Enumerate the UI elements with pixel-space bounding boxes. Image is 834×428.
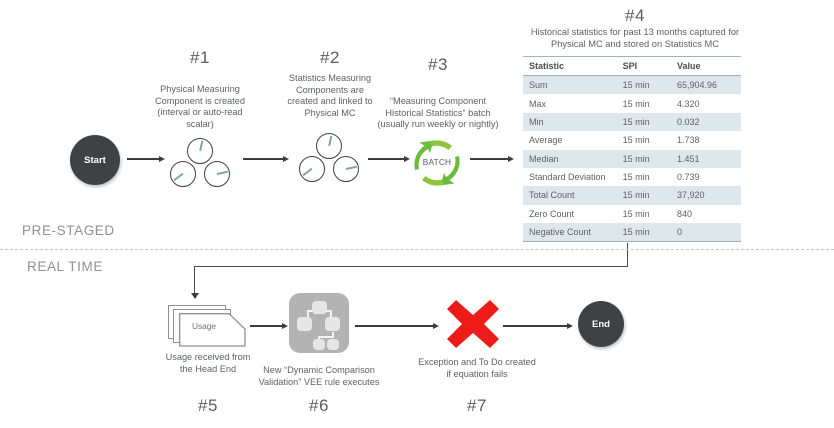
cell-spi: 15 min	[616, 94, 671, 113]
connector-arrowhead-usage	[190, 293, 199, 299]
vee-node-left	[297, 317, 312, 331]
vee-node-top	[312, 301, 327, 314]
cell-statistic: Negative Count	[523, 223, 617, 243]
gauge-cluster-icon-2	[297, 133, 361, 182]
connector-down-to-usage	[194, 266, 196, 294]
cell-statistic: Max	[523, 94, 617, 113]
step-1-number: #1	[190, 48, 210, 67]
step-1-caption: Physical Measuring Component is created …	[155, 84, 245, 129]
cell-spi: 15 min	[616, 204, 671, 223]
column-header-spi: SPI	[616, 56, 671, 76]
vee-rule-icon	[289, 293, 349, 353]
table-title: Historical statistics for past 13 months…	[530, 27, 740, 49]
exception-x-icon	[447, 300, 499, 348]
end-terminator: End	[578, 301, 624, 347]
arrow-step2-to-step3	[368, 156, 410, 162]
arrow-exception-to-end	[503, 323, 573, 329]
step-5-number: #5	[198, 396, 218, 415]
start-terminator: Start	[70, 135, 120, 185]
step-2-caption: Statistics Measuring Components are crea…	[287, 73, 373, 118]
cell-statistic: Sum	[523, 75, 617, 95]
cell-spi: 15 min	[616, 223, 671, 243]
end-label: End	[592, 318, 610, 330]
cell-statistic: Zero Count	[523, 204, 617, 223]
cell-value: 1.738	[670, 131, 741, 150]
lane-divider	[0, 249, 834, 250]
usage-document-stack-icon: Usage	[168, 302, 248, 348]
cell-statistic: Average	[523, 131, 617, 150]
step-6-caption: New “Dynamic Comparison Validation” VEE …	[258, 365, 380, 387]
start-label: Start	[84, 154, 106, 166]
cell-value: 37,920	[670, 186, 741, 205]
cell-statistic: Min	[523, 112, 617, 132]
arrow-step3-to-table	[470, 156, 514, 162]
arrow-step1-to-step2	[243, 156, 289, 162]
cell-spi: 15 min	[616, 112, 671, 132]
usage-icon-label: Usage	[192, 321, 216, 331]
arrow-usage-to-vee	[250, 323, 288, 329]
vee-node-right	[325, 317, 340, 331]
gauge-cluster-icon-1	[168, 138, 232, 187]
arrow-vee-to-exception	[355, 323, 439, 329]
cell-statistic: Total Count	[523, 186, 617, 205]
lane-label-pre-staged: PRE-STAGED	[22, 223, 115, 238]
batch-icon-label: BATCH	[422, 157, 452, 167]
connector-table-vertical	[627, 243, 629, 267]
step-7-number: #7	[467, 396, 487, 415]
step-2-number: #2	[320, 48, 340, 67]
vee-node-bottom-right	[327, 339, 339, 350]
arrow-start-to-step1	[127, 156, 165, 162]
step-7-caption: Exception and To Do created if equation …	[418, 357, 536, 379]
cell-spi: 15 min	[616, 167, 671, 187]
cell-statistic: Median	[523, 149, 617, 168]
step-6-number: #6	[309, 396, 329, 415]
cell-spi: 15 min	[616, 186, 671, 205]
cell-value: 0.032	[670, 112, 741, 132]
cell-value: 4.320	[670, 94, 741, 113]
cell-value: 65,904.96	[670, 75, 741, 95]
lane-label-real-time: REAL TIME	[27, 259, 103, 274]
step-4-number: #4	[625, 6, 645, 25]
connector-horizontal	[194, 266, 628, 268]
cell-value: 0.739	[670, 167, 741, 187]
step-5-caption: Usage received from the Head End	[165, 352, 251, 374]
cell-value: 0	[670, 223, 741, 243]
column-header-statistic: Statistic	[523, 56, 617, 76]
cell-statistic: Standard Deviation	[523, 167, 617, 187]
cell-value: 1.451	[670, 149, 741, 168]
step-3-number: #3	[428, 55, 448, 74]
table-header-row: Statistic SPI Value	[523, 56, 741, 76]
cell-spi: 15 min	[616, 131, 671, 150]
batch-cycle-icon: BATCH	[410, 138, 464, 188]
cell-spi: 15 min	[616, 75, 671, 95]
cell-spi: 15 min	[616, 149, 671, 168]
vee-node-bottom-left	[313, 339, 325, 350]
column-header-value: Value	[670, 56, 741, 76]
step-3-caption: “Measuring Component Historical Statisti…	[377, 96, 499, 130]
cell-value: 840	[670, 204, 741, 223]
